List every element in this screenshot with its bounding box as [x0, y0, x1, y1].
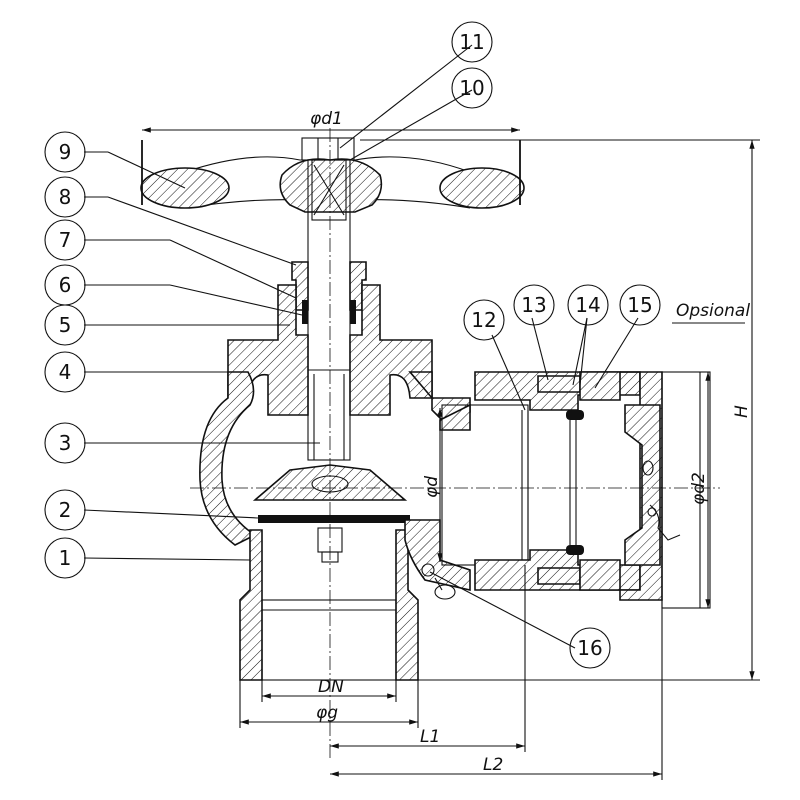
- svg-text:14: 14: [575, 293, 600, 317]
- svg-text:3: 3: [59, 431, 72, 455]
- leader-lines: [83, 44, 639, 649]
- svg-text:13: 13: [521, 293, 546, 317]
- handwheel: [140, 140, 525, 213]
- dim-label-g: φg: [316, 703, 338, 723]
- callout-6: 6: [44, 264, 86, 306]
- dim-label-dn: DN: [318, 677, 344, 697]
- callout-9: 9: [44, 131, 86, 173]
- callout-3: 3: [44, 422, 86, 464]
- callout-8: 8: [44, 176, 86, 218]
- stem-nut: [301, 137, 355, 161]
- dim-label-d: φd: [422, 476, 442, 498]
- callout-5: 5: [44, 304, 86, 346]
- svg-text:15: 15: [627, 293, 652, 317]
- svg-text:9: 9: [59, 140, 72, 164]
- svg-text:7: 7: [59, 228, 72, 252]
- svg-text:12: 12: [471, 308, 496, 332]
- centre-lines: [190, 128, 720, 760]
- svg-text:16: 16: [577, 636, 602, 660]
- callout-1: 1: [44, 537, 86, 579]
- dim-label-d1: φd1: [310, 109, 343, 129]
- dim-label-l2: L2: [483, 755, 503, 775]
- svg-text:2: 2: [59, 498, 72, 522]
- callout-11: 11: [451, 21, 493, 63]
- svg-text:11: 11: [459, 30, 484, 54]
- valve-body: [199, 371, 471, 681]
- gland-packing: [291, 261, 367, 324]
- dim-label-d2: φd2: [689, 472, 709, 505]
- svg-text:10: 10: [459, 76, 484, 100]
- svg-text:1: 1: [59, 546, 72, 570]
- callout-4: 4: [44, 351, 86, 393]
- dim-label-l1: L1: [420, 727, 440, 747]
- svg-text:8: 8: [59, 185, 72, 209]
- callout-10: 10: [451, 67, 493, 109]
- callout-15: 15: [619, 284, 661, 326]
- callout-14: 14: [567, 284, 609, 326]
- svg-text:4: 4: [59, 360, 72, 384]
- callout-balloons: 9 8 7 6 5 4 3 2 1 11 10 12 13 14 15 16: [44, 21, 661, 669]
- callout-7: 7: [44, 219, 86, 261]
- callout-13: 13: [513, 284, 555, 326]
- dimension-lines: [142, 127, 760, 780]
- callout-2: 2: [44, 489, 86, 531]
- callout-12: 12: [463, 299, 505, 341]
- svg-text:5: 5: [59, 313, 72, 337]
- dim-label-h: H: [732, 405, 752, 418]
- note-opsional: Opsional: [676, 301, 750, 321]
- svg-text:6: 6: [59, 273, 72, 297]
- callout-16: 16: [569, 627, 611, 669]
